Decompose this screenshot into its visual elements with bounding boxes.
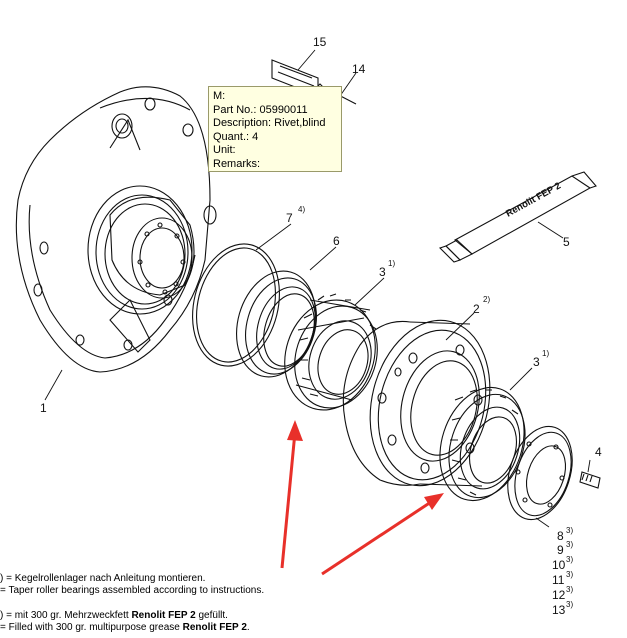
callout-7[interactable]: 7: [286, 211, 293, 225]
tooltip-description: Description: Rivet,blind: [213, 117, 326, 130]
note-1-english: = Taper roller bearings assembled accord…: [0, 584, 265, 596]
footnotes: ) = Kegelrollenlager nach Anleitung mont…: [0, 573, 264, 633]
callout-5[interactable]: 5: [563, 235, 570, 249]
callout-14[interactable]: 14: [352, 62, 366, 76]
callout-13-note: 3): [566, 600, 573, 609]
tooltip-remarks: Remarks:: [213, 157, 261, 170]
callout-8[interactable]: 8: [557, 529, 564, 543]
o-ring-part[interactable]: [180, 235, 292, 376]
callout-10[interactable]: 10: [552, 558, 566, 572]
tooltip-unit: Unit:: [213, 144, 236, 157]
callout-1[interactable]: 1: [40, 401, 47, 415]
callout-12-note: 3): [566, 585, 573, 594]
tube-label: Renolit FEP 2: [504, 180, 563, 219]
callout-4[interactable]: 4: [595, 445, 602, 459]
callout-9-note: 3): [566, 540, 573, 549]
callout-11-note: 3): [566, 570, 573, 579]
callout-12[interactable]: 12: [552, 588, 566, 602]
hub-housing-part[interactable]: [15, 86, 217, 373]
callout-15[interactable]: 15: [313, 35, 327, 49]
note-2-english-text: = Filled with 300 gr. multipurpose greas…: [0, 621, 183, 633]
hub-cover-part[interactable]: [497, 418, 584, 528]
callouts: 15 14 7 4) 6 3 1) 2 2) 3 1) 4 5 1: [40, 35, 602, 459]
note-2-german-text: ) = mit 300 gr. Mehrzweckfett: [0, 610, 132, 621]
callout-8-note: 3): [566, 526, 573, 535]
screw-part[interactable]: [579, 471, 601, 489]
note-2-german: ) = mit 300 gr. Mehrzweckfett Renolit FE…: [0, 610, 264, 622]
callout-7-note: 4): [298, 205, 305, 214]
callout-11[interactable]: 11: [552, 573, 565, 587]
brake-drum-part[interactable]: [342, 307, 506, 498]
callout-6[interactable]: 6: [333, 234, 340, 248]
callout-stack: 8 3) 9 3) 10 3) 11 3) 12 3) 13 3): [552, 526, 573, 617]
note-1-german: ) = Kegelrollenlager nach Anleitung mont…: [0, 573, 206, 584]
callout-2-note: 2): [483, 295, 490, 304]
note-2-german-end: gefüllt.: [195, 610, 228, 621]
note-2-english: = Filled with 300 gr. multipurpose greas…: [0, 622, 264, 634]
note-2-german-product: Renolit FEP 2: [131, 610, 196, 621]
callout-3-inner[interactable]: 3: [379, 265, 386, 279]
callout-3-inner-note: 1): [388, 259, 395, 268]
shaft-seal-part[interactable]: [225, 262, 328, 387]
note-2-english-end: .: [246, 621, 250, 633]
callout-13[interactable]: 13: [552, 603, 566, 617]
tooltip-m: M:: [213, 90, 226, 102]
callout-9[interactable]: 9: [557, 543, 564, 557]
leader-lines: [44, 49, 591, 528]
grease-tube-part[interactable]: [438, 171, 597, 263]
note-2-english-product: Renolit FEP 2: [182, 621, 247, 633]
inner-taper-roller-bearing-part[interactable]: [271, 288, 390, 422]
tooltip-part-no: Part No.: 05990011: [213, 103, 308, 116]
callout-10-note: 3): [566, 555, 573, 564]
callout-3-outer-note: 1): [542, 349, 549, 358]
callout-2[interactable]: 2: [473, 302, 480, 316]
tooltip-quantity: Quant.: 4: [213, 130, 259, 143]
red-arrows: [280, 420, 444, 576]
callout-3-outer[interactable]: 3: [533, 355, 540, 369]
part-info-tooltip: M: Part No.: 05990011 Description: Rivet…: [208, 86, 342, 172]
